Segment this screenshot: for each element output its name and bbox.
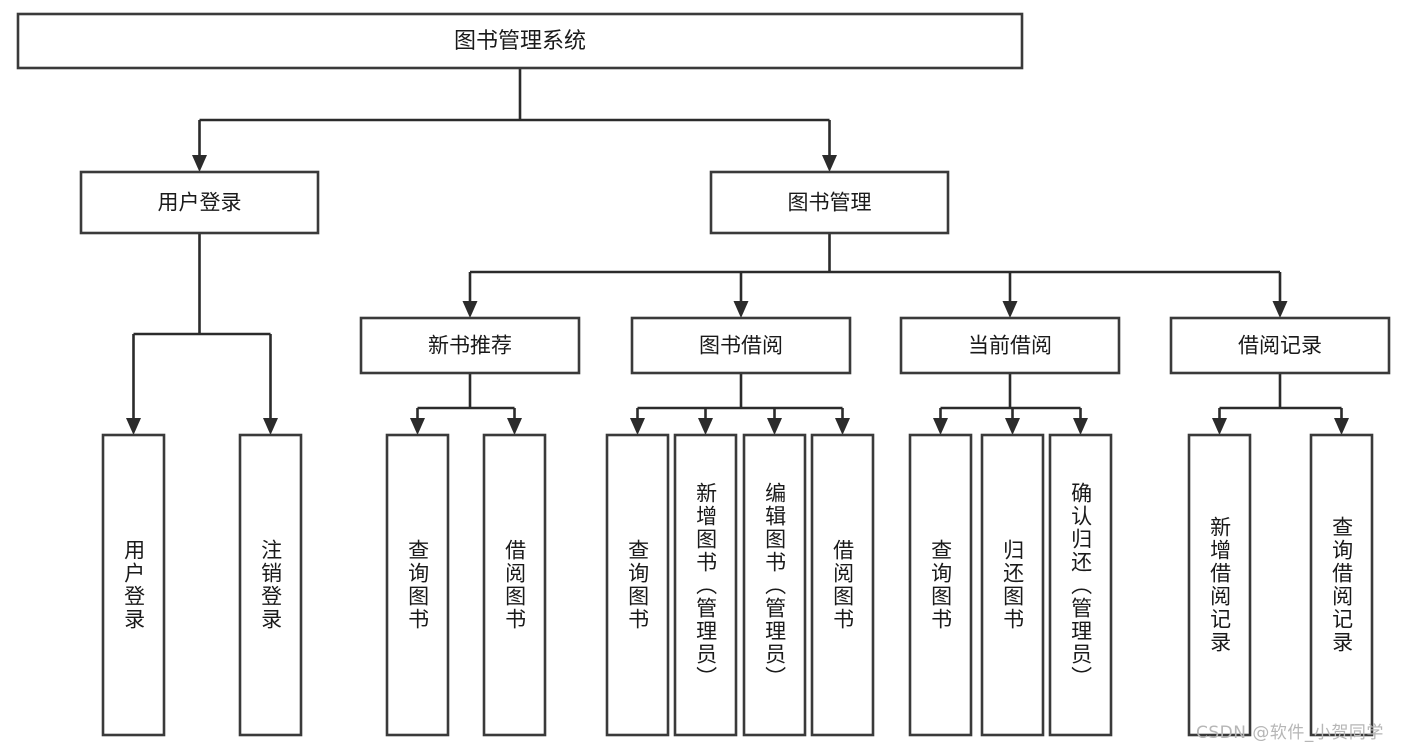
csdn-watermark: CSDN @软件_小贺同学: [1196, 723, 1384, 743]
node-box-leaf-current_borrow-1[interactable]: [980, 433, 1045, 737]
arrow-head-leaf-user_login-1: [263, 418, 278, 435]
arrow-head-leaf-book_borrow-0: [630, 418, 645, 435]
node-box-level3-0[interactable]: [359, 316, 581, 375]
node-box-level3-2[interactable]: [899, 316, 1121, 375]
arrow-head-leaf-borrow_record-0: [1212, 418, 1227, 435]
arrow-head-leaf-book_borrow-1: [698, 418, 713, 435]
node-label-level3-3: 借阅记录: [1238, 334, 1322, 358]
arrow-head-leaf-current_borrow-0: [933, 418, 948, 435]
node-box-leaf-book_borrow-3[interactable]: [810, 433, 875, 737]
node-box-leaf-current_borrow-0[interactable]: [908, 433, 973, 737]
arrow-head-level3-2: [1002, 301, 1018, 318]
arrow-head-leaf-current_borrow-2: [1073, 418, 1088, 435]
node-box-leaf-user_login-0[interactable]: [101, 433, 166, 737]
node-box-leaf-borrow_record-0[interactable]: [1187, 433, 1252, 737]
node-box-leaf-borrow_record-1[interactable]: [1309, 433, 1374, 737]
arrow-head-level3-0: [462, 301, 478, 318]
node-box-leaf-book_borrow-0[interactable]: [605, 433, 670, 737]
node-box-leaf-book_borrow-1[interactable]: [673, 433, 738, 737]
node-box-leaf-book_borrow-2[interactable]: [742, 433, 807, 737]
node-box-leaf-new_book-1[interactable]: [482, 433, 547, 737]
node-box-level3-3[interactable]: [1169, 316, 1391, 375]
node-box-leaf-new_book-0[interactable]: [385, 433, 450, 737]
node-box-leaf-current_borrow-2[interactable]: [1048, 433, 1113, 737]
node-box-level3-1[interactable]: [630, 316, 852, 375]
arrow-head-leaf-current_borrow-1: [1005, 418, 1020, 435]
arrow-head-leaf-new_book-0: [410, 418, 425, 435]
node-label-level2-1: 图书管理: [788, 191, 872, 215]
node-box-level2-0[interactable]: [79, 170, 320, 235]
arrow-head-level2-0: [192, 155, 207, 172]
node-box-leaf-user_login-1[interactable]: [238, 433, 303, 737]
node-label-level3-1: 图书借阅: [699, 334, 783, 358]
connector-layer: [126, 68, 1349, 435]
node-label-level2-0: 用户登录: [158, 191, 242, 215]
node-label-level3-2: 当前借阅: [968, 334, 1052, 358]
arrow-head-leaf-book_borrow-3: [835, 418, 850, 435]
node-label-level3-0: 新书推荐: [428, 334, 512, 358]
node-label-root: 图书管理系统: [454, 29, 586, 54]
arrow-head-leaf-new_book-1: [507, 418, 522, 435]
arrow-head-level3-3: [1272, 301, 1288, 318]
arrow-head-leaf-borrow_record-1: [1334, 418, 1349, 435]
node-box-layer: [16, 12, 1391, 737]
arrow-head-level2-1: [822, 155, 837, 172]
node-box-root[interactable]: [16, 12, 1024, 70]
arrow-head-leaf-book_borrow-2: [767, 418, 782, 435]
node-box-level2-1[interactable]: [709, 170, 950, 235]
arrow-head-level3-1: [733, 301, 749, 318]
arrow-head-leaf-user_login-0: [126, 418, 141, 435]
